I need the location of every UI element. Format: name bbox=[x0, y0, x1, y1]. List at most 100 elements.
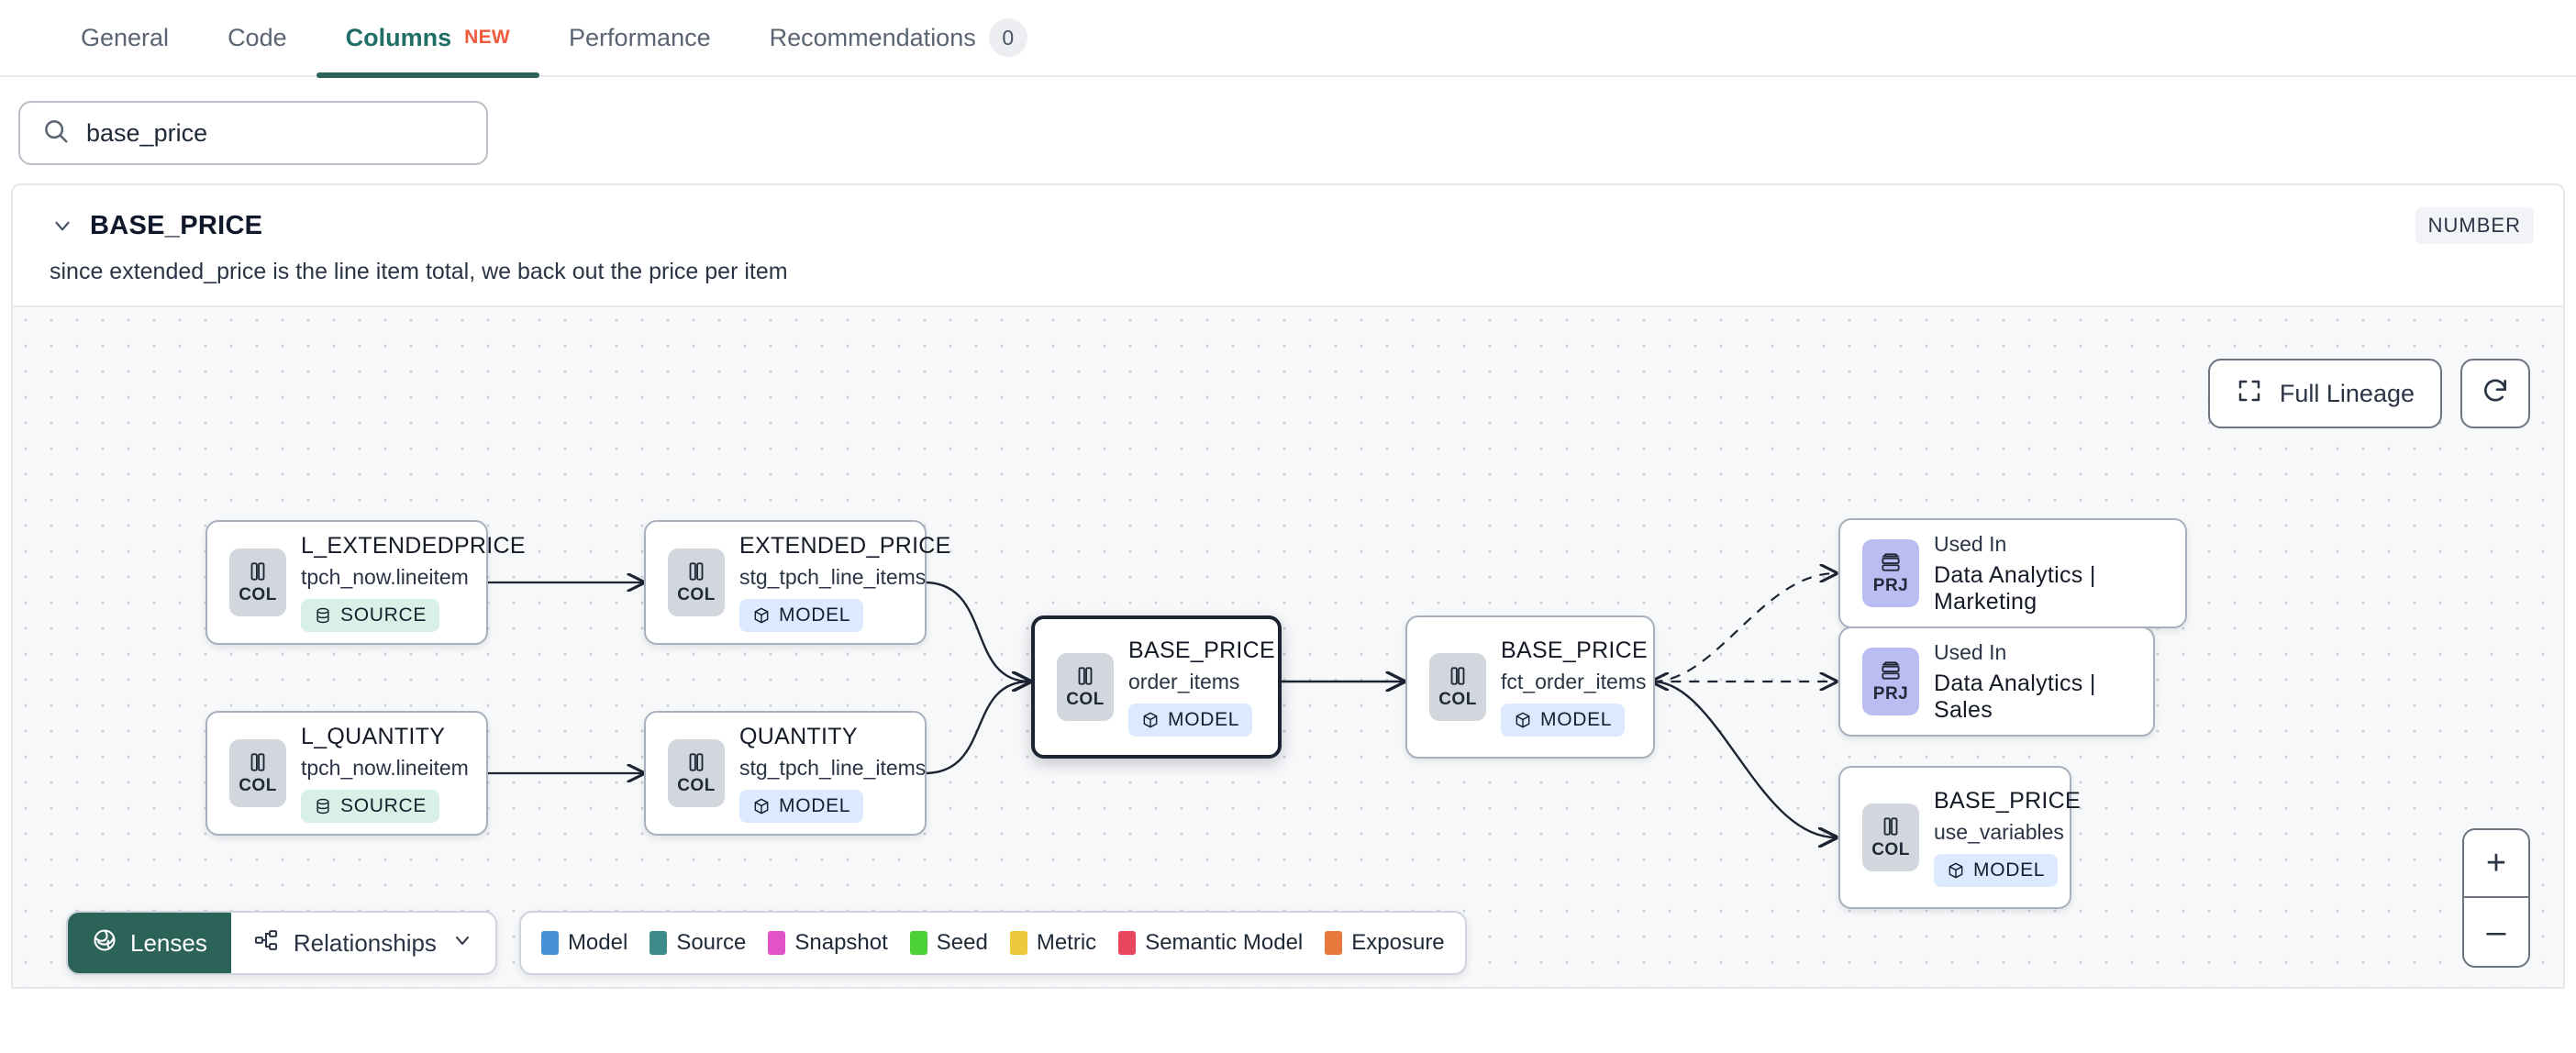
node-title: QUANTITY bbox=[739, 724, 858, 749]
legend-item-metric: Metric bbox=[1009, 930, 1097, 956]
lineage-edges bbox=[487, 307, 2563, 989]
col-icon-label: COL bbox=[1066, 690, 1105, 709]
col-icon: COL bbox=[1429, 653, 1486, 721]
prj-icon: PRJ bbox=[1862, 648, 1919, 715]
col-icon-label: COL bbox=[239, 776, 277, 795]
node-subtitle: stg_tpch_line_items bbox=[739, 756, 927, 780]
col-icon: COL bbox=[668, 739, 725, 807]
node-kind-badge: SOURCE bbox=[301, 790, 440, 823]
legend-item-exposure: Exposure bbox=[1325, 930, 1445, 956]
node-body: Used In Data Analytics | Marketing bbox=[1934, 532, 2185, 615]
node-project-name: Data Analytics | Marketing bbox=[1934, 561, 2096, 615]
col-icon-label: COL bbox=[1438, 690, 1477, 709]
node-used-in-label: Used In bbox=[1934, 639, 2007, 664]
node-body: EXTENDED_PRICE stg_tpch_line_items MODEL bbox=[739, 533, 972, 632]
search-box[interactable] bbox=[18, 101, 488, 165]
node-title: L_QUANTITY bbox=[301, 724, 446, 749]
legend-item-model: Model bbox=[540, 930, 628, 956]
refresh-button[interactable] bbox=[2460, 359, 2530, 428]
lineage-node[interactable]: COL QUANTITY stg_tpch_line_items MODEL bbox=[644, 711, 927, 836]
node-kind-label: MODEL bbox=[1168, 709, 1240, 730]
tab-columns[interactable]: Columns NEW bbox=[316, 0, 540, 78]
legend-item-source: Source bbox=[650, 930, 746, 956]
lineage-node[interactable]: COL L_EXTENDEDPRICE tpch_now.lineitem SO… bbox=[205, 520, 526, 645]
lineage-node[interactable]: COL BASE_PRICE use_variables MODEL bbox=[1838, 766, 2081, 909]
tab-performance[interactable]: Performance bbox=[539, 0, 740, 76]
node-body: Used In Data Analytics | Sales bbox=[1934, 640, 2153, 724]
node-kind-label: MODEL bbox=[779, 604, 851, 626]
search-input[interactable] bbox=[86, 118, 464, 148]
tab-recommendations[interactable]: Recommendations 0 bbox=[740, 0, 1057, 76]
cube-icon bbox=[1949, 862, 1963, 879]
node-body: QUANTITY stg_tpch_line_items MODEL bbox=[739, 724, 946, 823]
node-kind-badge: MODEL bbox=[1501, 704, 1626, 737]
zoom-in-button[interactable]: + bbox=[2464, 830, 2528, 898]
prj-icon-label: PRJ bbox=[1872, 576, 1909, 595]
legend-swatch bbox=[540, 931, 559, 955]
zoom-controls: + – bbox=[2462, 828, 2530, 968]
legend-swatch bbox=[1325, 931, 1343, 955]
relationships-dropdown[interactable]: Relationships bbox=[231, 913, 495, 973]
graph-legend: Model Source Snapshot Seed Metric bbox=[518, 911, 1467, 975]
legend-label: Snapshot bbox=[794, 930, 888, 955]
node-title: EXTENDED_PRICE bbox=[739, 533, 951, 559]
node-kind-badge: MODEL bbox=[739, 790, 864, 823]
tab-code[interactable]: Code bbox=[198, 0, 316, 76]
legend-label: Semantic Model bbox=[1145, 930, 1304, 955]
lineage-node[interactable]: COL L_QUANTITY tpch_now.lineitem SOURCE bbox=[205, 711, 488, 836]
search-icon bbox=[42, 117, 70, 150]
col-icon: COL bbox=[1862, 804, 1919, 871]
col-icon: COL bbox=[229, 549, 286, 616]
column-header: BASE_PRICE NUMBER bbox=[13, 185, 2563, 246]
node-body: BASE_PRICE order_items MODEL bbox=[1128, 637, 1295, 737]
lineage-node[interactable]: COL EXTENDED_PRICE stg_tpch_line_items M… bbox=[644, 520, 950, 645]
tab-label: Performance bbox=[569, 23, 711, 51]
legend-label: Exposure bbox=[1351, 930, 1445, 955]
column-type-badge: NUMBER bbox=[2415, 207, 2534, 244]
lenses-button[interactable]: Lenses bbox=[68, 913, 231, 973]
tab-general[interactable]: General bbox=[51, 0, 198, 76]
lineage-node-project[interactable]: PRJ Used In Data Analytics | Sales bbox=[1838, 626, 2155, 737]
node-body: BASE_PRICE use_variables MODEL bbox=[1934, 788, 2101, 887]
legend-swatch bbox=[1009, 931, 1027, 955]
node-kind-badge: MODEL bbox=[1128, 704, 1253, 737]
lineage-node[interactable]: COL BASE_PRICE fct_order_items MODEL bbox=[1405, 615, 1655, 759]
node-body: L_EXTENDEDPRICE tpch_now.lineitem SOURCE bbox=[301, 533, 546, 632]
lens-group: Lenses Relationships bbox=[66, 911, 497, 975]
lineage-node-project[interactable]: PRJ Used In Data Analytics | Marketing bbox=[1838, 518, 2187, 628]
node-used-in-label: Used In bbox=[1934, 531, 2007, 556]
node-subtitle: order_items bbox=[1128, 670, 1240, 693]
legend-label: Model bbox=[567, 930, 628, 955]
col-icon-label: COL bbox=[677, 585, 716, 604]
chevron-down-icon bbox=[451, 929, 473, 958]
node-subtitle: tpch_now.lineitem bbox=[301, 756, 469, 780]
node-subtitle: stg_tpch_line_items bbox=[739, 565, 927, 589]
tab-new-badge: NEW bbox=[464, 27, 511, 48]
full-lineage-label: Full Lineage bbox=[2279, 379, 2415, 407]
graph-bottom-bar: Lenses Relationships bbox=[66, 911, 1467, 975]
node-subtitle: fct_order_items bbox=[1501, 670, 1647, 693]
column-card: BASE_PRICE NUMBER since extended_price i… bbox=[11, 183, 2565, 989]
refresh-icon bbox=[2481, 376, 2510, 412]
tab-bar: General Code Columns NEW Performance Rec… bbox=[0, 0, 2576, 78]
legend-label: Seed bbox=[936, 930, 988, 955]
tab-label: General bbox=[81, 23, 170, 51]
lineage-node-focused[interactable]: COL BASE_PRICE order_items MODEL bbox=[1031, 615, 1282, 759]
cube-icon bbox=[1516, 712, 1530, 728]
node-graph-icon bbox=[253, 927, 279, 959]
zoom-out-button[interactable]: – bbox=[2486, 912, 2506, 951]
chevron-down-icon[interactable] bbox=[42, 205, 83, 246]
legend-swatch bbox=[909, 931, 927, 955]
node-kind-badge: MODEL bbox=[1934, 854, 2059, 887]
node-title: BASE_PRICE bbox=[1934, 788, 2082, 814]
full-lineage-button[interactable]: Full Lineage bbox=[2207, 359, 2442, 428]
legend-item-snapshot: Snapshot bbox=[768, 930, 888, 956]
lineage-canvas[interactable]: COL L_EXTENDEDPRICE tpch_now.lineitem SO… bbox=[13, 307, 2563, 989]
cube-icon bbox=[1143, 712, 1158, 728]
legend-swatch bbox=[650, 931, 668, 955]
prj-icon: PRJ bbox=[1862, 539, 1919, 607]
legend-label: Metric bbox=[1036, 930, 1097, 955]
database-icon bbox=[316, 798, 329, 815]
lenses-label: Lenses bbox=[130, 928, 207, 957]
node-kind-badge: SOURCE bbox=[301, 599, 440, 632]
